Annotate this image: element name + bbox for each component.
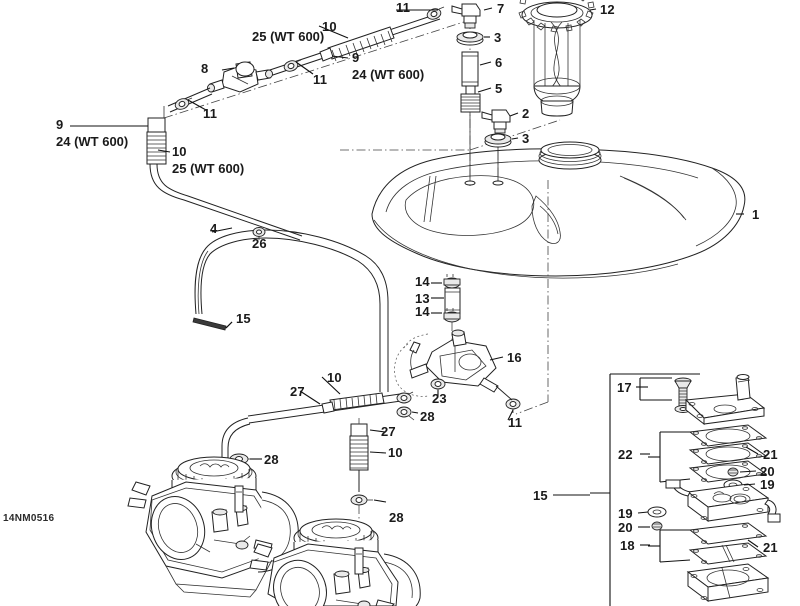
callout-20-b: 20 <box>760 464 775 479</box>
callout-9-24-wt600-a-line2: 24 (WT 600) <box>352 66 425 82</box>
callout-2: 2 <box>522 106 530 121</box>
clamp-11-top <box>426 6 445 20</box>
clamp-26 <box>252 227 266 240</box>
callout-6: 6 <box>495 55 503 70</box>
pump-base-plate <box>686 563 770 602</box>
screen-20-upper <box>727 467 739 477</box>
clamp-28-c <box>350 494 373 506</box>
callout-15-b: 15 <box>533 488 548 503</box>
callout-13: 13 <box>415 291 430 306</box>
callout-26: 26 <box>252 236 267 251</box>
callout-12: 12 <box>600 2 615 17</box>
clamp-28-a <box>396 391 414 404</box>
callout-10-a: 10 <box>322 19 337 34</box>
callout-10-25-wt600-b-line2: 25 (WT 600) <box>172 160 245 176</box>
clamp-23 <box>430 378 446 392</box>
callout-17: 17 <box>617 380 632 395</box>
callout-11-b: 11 <box>313 72 328 87</box>
callout-20-a: 20 <box>618 520 633 535</box>
callout-14-a: 14 <box>415 274 430 289</box>
callout-22: 22 <box>618 447 633 462</box>
callout-28-c: 28 <box>389 510 404 525</box>
lower-hose-run <box>221 378 521 540</box>
callout-19-b: 19 <box>760 477 775 492</box>
callout-1: 1 <box>752 207 760 222</box>
diaphragm-21-lower <box>688 542 768 565</box>
leader-lines <box>70 7 759 548</box>
oring-19-lower <box>647 506 667 518</box>
callout-7: 7 <box>497 1 505 16</box>
callout-23: 23 <box>432 391 447 406</box>
callout-8: 8 <box>201 61 209 76</box>
callout-18: 18 <box>620 538 635 553</box>
tank-vent-fitting-column <box>481 109 512 186</box>
drawing-id-code: 14NM0516 <box>3 513 55 524</box>
carburetor-right <box>249 518 421 606</box>
fuel-pump-exploded-detail <box>639 374 781 602</box>
screen-20-lower <box>651 521 663 531</box>
callout-19-a: 19 <box>618 506 633 521</box>
fuel-tank-graphic <box>371 141 746 279</box>
callout-9-24-wt600-b: 9 24 (WT 600) <box>56 117 128 151</box>
fuel-line-4 <box>194 227 389 392</box>
carburetor-left <box>127 456 299 598</box>
clamp-11-lower <box>505 398 521 413</box>
callout-15-a: 15 <box>236 311 251 326</box>
fuel-valve-8 <box>207 61 273 93</box>
callout-10-c: 10 <box>327 370 342 385</box>
diaphragm-21-upper <box>688 442 768 465</box>
upper-hose-run <box>167 6 445 113</box>
callout-3-upper: 3 <box>494 30 502 45</box>
callout-11-c: 11 <box>203 106 218 121</box>
pump-cover-plate <box>684 374 766 426</box>
callout-28-a: 28 <box>420 409 435 424</box>
clamp-11-left <box>174 97 193 110</box>
callout-4: 4 <box>210 221 218 236</box>
callout-3-lower: 3 <box>522 131 530 146</box>
callout-21-a: 21 <box>763 447 778 462</box>
callout-25-wt600-a: 25 (WT 600) <box>252 29 324 46</box>
callout-9-24-wt600-b-line1: 9 <box>56 117 64 132</box>
callout-9-24-wt600-b-line2: 24 (WT 600) <box>56 133 129 149</box>
callout-11-a: 11 <box>396 0 411 15</box>
screw-17 <box>639 377 692 413</box>
fuel-pickup-column <box>451 3 484 186</box>
callout-10-25-wt600-b: 10 25 (WT 600) <box>172 144 244 178</box>
left-vertical-hose <box>146 106 303 241</box>
gasket-22-upper <box>688 424 768 447</box>
callout-27-a: 27 <box>290 384 305 399</box>
callout-16: 16 <box>507 350 522 365</box>
fuel-pump-16 <box>409 329 499 393</box>
callout-27-b: 27 <box>381 424 396 439</box>
pin-15 <box>192 317 233 331</box>
gasket-18-upper <box>688 522 768 545</box>
callout-9-24-wt600-a: 9 24 (WT 600) <box>352 50 424 84</box>
detail-frame <box>590 373 700 606</box>
callout-28-b: 28 <box>264 452 279 467</box>
callout-5: 5 <box>495 81 503 96</box>
clamp-28-b <box>396 406 415 421</box>
callout-10-d: 10 <box>388 445 403 460</box>
callout-14-b: 14 <box>415 304 430 319</box>
callout-9-24-wt600-a-line1: 9 <box>352 50 360 65</box>
callout-25-wt600-a-line1: 25 (WT 600) <box>252 29 325 44</box>
callout-11-d: 11 <box>508 415 523 430</box>
callout-10-25-wt600-b-line1: 10 <box>172 144 187 159</box>
pump-body <box>665 479 781 523</box>
callout-21-b: 21 <box>763 540 778 555</box>
tank-strainer-graphic <box>518 0 595 117</box>
